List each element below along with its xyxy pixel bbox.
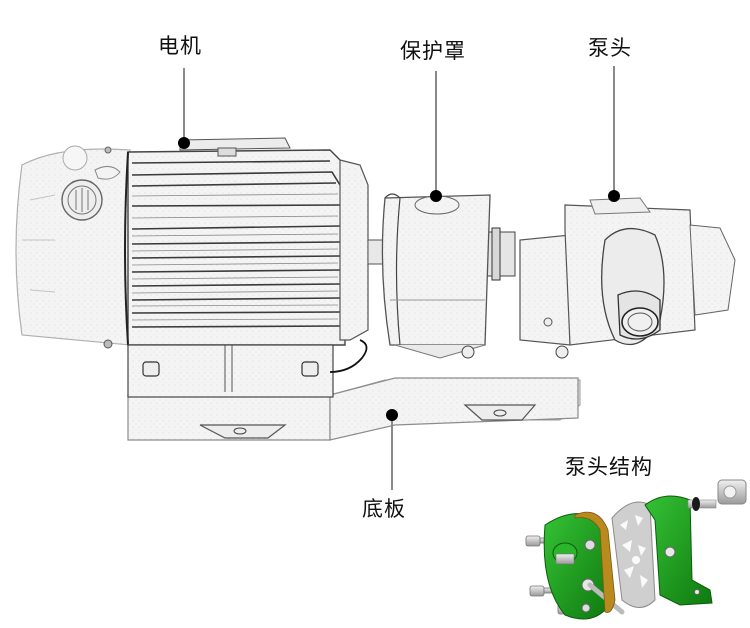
dot-guard xyxy=(430,190,442,202)
pump-head xyxy=(519,197,736,359)
dot-pump-head xyxy=(608,190,620,202)
label-base-plate: 底板 xyxy=(362,497,406,521)
protective-guard xyxy=(381,193,491,359)
label-pump-head-structure: 泵头结构 xyxy=(565,455,653,479)
leader-dots xyxy=(178,137,620,421)
leader-lines xyxy=(183,66,615,490)
label-pump-head: 泵头 xyxy=(588,36,632,60)
dot-motor xyxy=(178,137,190,149)
pump-head-exploded-view xyxy=(525,479,747,620)
motor xyxy=(15,137,369,398)
dot-base-plate xyxy=(386,409,398,421)
label-motor: 电机 xyxy=(158,34,202,58)
label-protective-guard: 保护罩 xyxy=(400,39,466,63)
